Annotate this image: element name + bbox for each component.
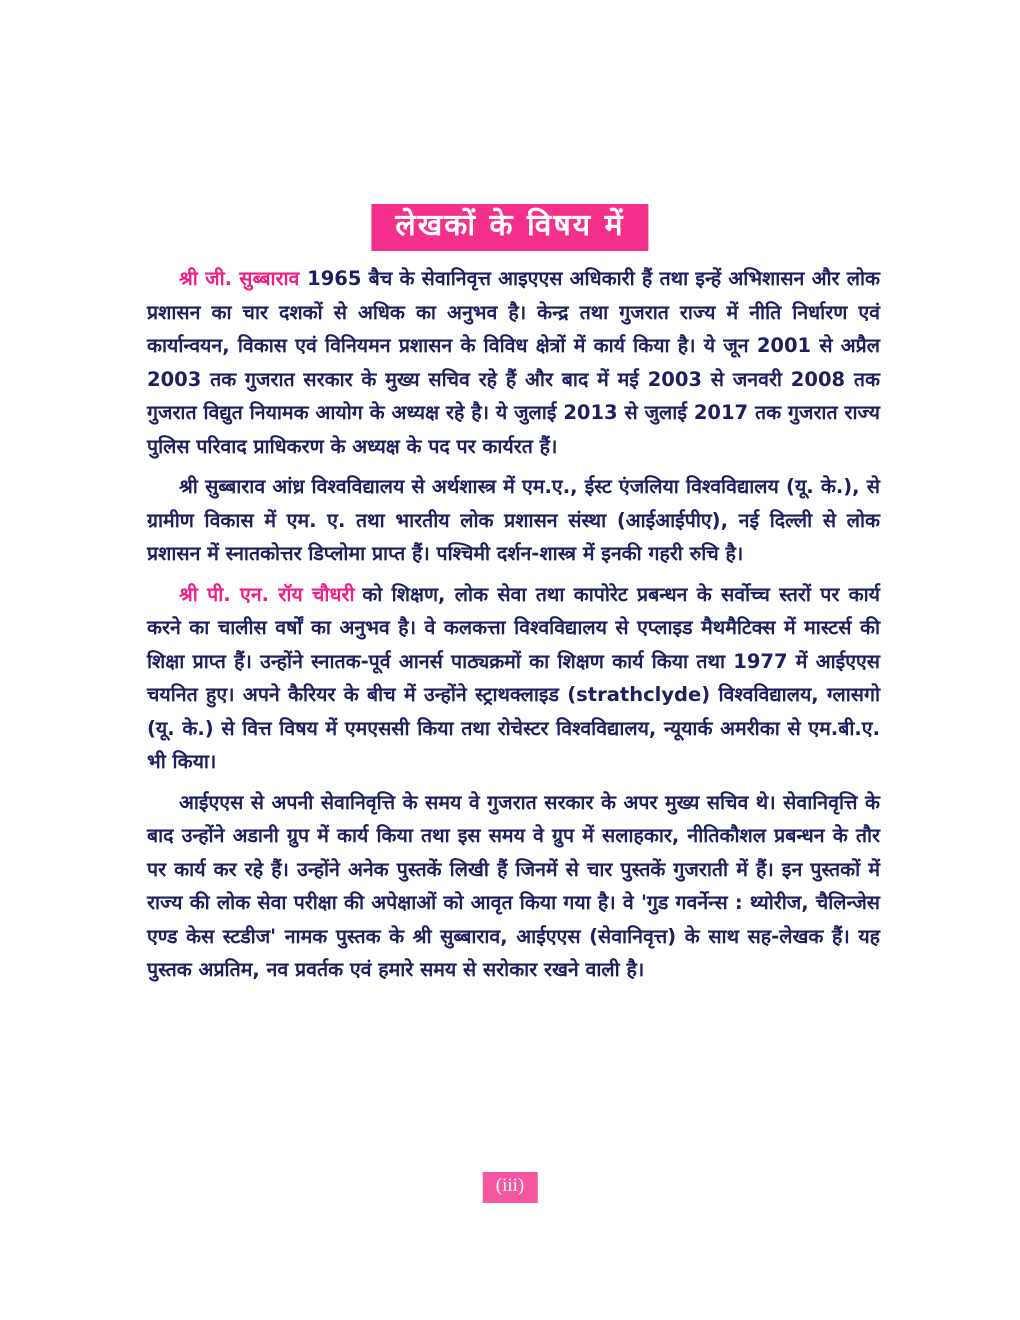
paragraph-text: 1965 बैच के सेवानिवृत्त आइएएस अधिकारी है… [147,267,880,458]
page-number-badge: (iii) [482,1172,538,1203]
paragraph-roy-chaudhary-career: आईएएस से अपनी सेवानिवृत्ति के समय वे गुज… [147,786,880,987]
paragraph-author-roy-chaudhary-bio: श्री पी. एन. रॉय चौधरीको शिक्षण, लोक सेव… [147,578,880,779]
author-name-subbarao: श्री जी. सुब्बाराव [179,267,300,290]
page-title: लेखकों के विषय में [395,208,625,243]
page-number: (iii) [495,1175,525,1196]
paragraph-text: को शिक्षण, लोक सेवा तथा कापोरेट प्रबन्धन… [147,582,880,774]
author-name-roy-chaudhary: श्री पी. एन. रॉय चौधरी [179,582,355,606]
paragraph-text: श्री सुब्बाराव आंध्र विश्वविद्यालय से अर… [147,475,880,565]
paragraph-subbarao-education: श्री सुब्बाराव आंध्र विश्वविद्यालय से अर… [147,470,880,571]
paragraph-text: आईएएस से अपनी सेवानिवृत्ति के समय वे गुज… [147,790,880,982]
page-title-banner: लेखकों के विषय में [371,204,649,251]
